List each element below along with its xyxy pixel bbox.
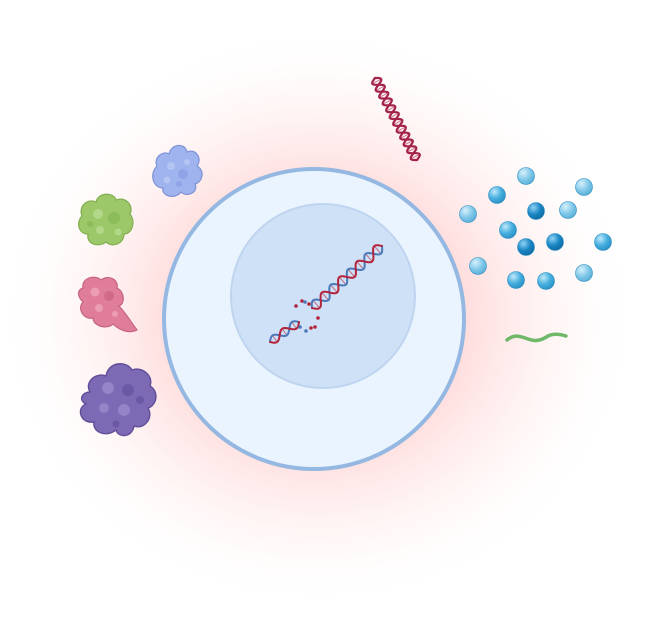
nucleotide: [303, 300, 307, 304]
nucleotide: [298, 325, 302, 329]
protein-green-icon: [78, 193, 134, 246]
nucleotide: [313, 325, 317, 329]
nuclear-dna-icon: [269, 244, 384, 344]
metabolite-icon: [499, 221, 517, 239]
protein-blue-icon: [152, 144, 203, 197]
nucleotide: [309, 326, 313, 330]
metabolite-icon: [575, 264, 593, 282]
metabolite-icon: [546, 233, 564, 251]
nucleotide: [307, 302, 311, 306]
metabolite-icon: [527, 202, 545, 220]
nucleotide: [294, 304, 298, 308]
dna-double-helix-icon: [371, 76, 421, 162]
metabolite-icon: [559, 201, 577, 219]
metabolite-icon: [507, 271, 525, 289]
nucleotide: [300, 299, 304, 303]
nucleotide: [316, 316, 320, 320]
protein-pink-icon: [77, 276, 138, 333]
metabolite-icon: [469, 257, 487, 275]
metabolite-icon: [517, 238, 535, 256]
metabolite-icon: [488, 186, 506, 204]
protein-purple-icon: [79, 363, 157, 437]
metabolite-icon: [537, 272, 555, 290]
metabolite-icon: [575, 178, 593, 196]
rna-strand-icon: [505, 332, 568, 343]
nucleotide: [304, 329, 308, 333]
metabolite-icon: [459, 205, 477, 223]
metabolite-icon: [517, 167, 535, 185]
nucleus: [230, 203, 416, 389]
metabolite-icon: [594, 233, 612, 251]
metabolites-cluster: [459, 167, 612, 290]
